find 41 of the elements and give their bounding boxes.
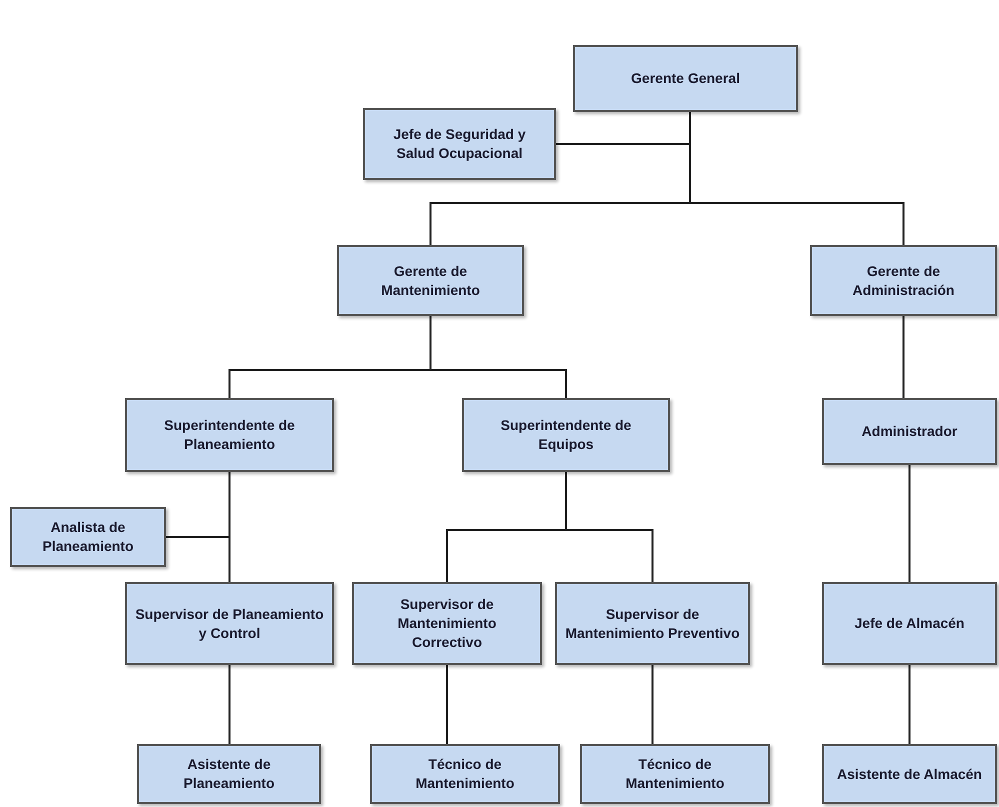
position-title: Superintendente de Planeamiento — [163, 416, 296, 454]
position-title: Superintendente de Equipos — [500, 416, 632, 454]
position-box — [822, 398, 997, 465]
position-box — [822, 744, 997, 804]
connector-line — [228, 472, 230, 582]
position-title: Asistente de Almacén — [837, 764, 982, 784]
position-box — [370, 744, 560, 804]
connector-line — [908, 665, 910, 744]
position-box — [352, 582, 542, 665]
position-box — [822, 582, 997, 665]
connector-line — [908, 465, 910, 582]
position-title: Técnico de Mantenimiento — [414, 755, 516, 793]
position-title: Supervisor de Mantenimiento Preventivo — [565, 604, 740, 642]
connector-line — [652, 665, 654, 744]
connector-line — [228, 665, 230, 744]
position-box — [137, 744, 321, 804]
position-box — [337, 245, 524, 316]
position-title: Gerente de Administración — [852, 262, 956, 300]
position-title: Administrador — [862, 422, 958, 441]
position-box — [10, 507, 166, 567]
position-title: Gerente de Mantenimiento — [380, 262, 481, 300]
position-box — [580, 744, 770, 804]
position-title: Asistente de Planeamiento — [182, 755, 276, 793]
connector-line — [446, 665, 448, 744]
position-box — [810, 245, 997, 316]
position-title: Jefe de Seguridad y Salud Ocupacional — [392, 125, 527, 163]
position-box — [573, 45, 798, 112]
position-box — [555, 582, 750, 665]
position-title: Gerente General — [631, 69, 740, 88]
connector-line — [689, 112, 904, 245]
position-box — [363, 108, 556, 180]
position-box — [462, 398, 670, 472]
connector-line — [565, 472, 654, 582]
position-title: Supervisor de Mantenimiento Correctivo — [396, 595, 498, 652]
position-box — [125, 398, 334, 472]
connector-line — [902, 316, 904, 398]
position-title: Supervisor de Planeamiento y Control — [135, 604, 324, 642]
position-title: Técnico de Mantenimiento — [624, 755, 726, 793]
position-box — [125, 582, 334, 665]
position-title: Jefe de Almacén — [854, 614, 964, 633]
position-title: Analista de Planeamiento — [41, 518, 135, 556]
